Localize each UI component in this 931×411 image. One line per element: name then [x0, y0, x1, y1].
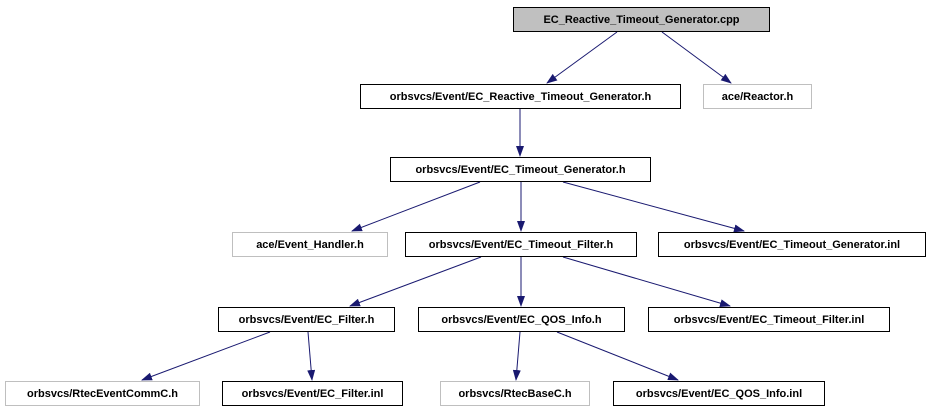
graph-node-label: orbsvcs/Event/EC_Timeout_Generator.h: [415, 163, 626, 176]
graph-node-ec-timeout-generator-inl[interactable]: orbsvcs/Event/EC_Timeout_Generator.inl: [658, 232, 926, 257]
graph-node-rtec-event-comm-c-h: orbsvcs/RtecEventCommC.h: [5, 381, 200, 406]
include-arrow-ec-qos-info-h-to-ec-qos-info-inl: [556, 331, 679, 381]
include-arrow-ec-timeout-filter-h-to-ec-timeout-filter-inl: [562, 256, 731, 308]
graph-node-label: orbsvcs/Event/EC_QOS_Info.inl: [635, 387, 803, 400]
include-arrow-ec-qos-info-h-to-rtec-base-c-h: [512, 331, 521, 381]
graph-node-ec-timeout-filter-inl[interactable]: orbsvcs/Event/EC_Timeout_Filter.inl: [648, 307, 890, 332]
graph-node-label: orbsvcs/Event/EC_Timeout_Generator.inl: [683, 238, 901, 251]
include-arrow-ec-filter-h-to-rtec-event-comm-c-h: [141, 331, 271, 381]
graph-node-label: orbsvcs/Event/EC_Filter.inl: [241, 387, 384, 400]
graph-node-label: ace/Event_Handler.h: [256, 238, 364, 251]
include-arrow-ec-filter-h-to-ec-filter-inl: [307, 331, 316, 381]
graph-node-ec-qos-info-inl[interactable]: orbsvcs/Event/EC_QOS_Info.inl: [613, 381, 825, 406]
graph-node-label: orbsvcs/Event/EC_Reactive_Timeout_Genera…: [389, 90, 652, 103]
graph-node-ec-reactive-timeout-generator-h[interactable]: orbsvcs/Event/EC_Reactive_Timeout_Genera…: [360, 84, 681, 109]
graph-node-label: orbsvcs/RtecEventCommC.h: [27, 387, 178, 400]
graph-node-ec-timeout-filter-h[interactable]: orbsvcs/Event/EC_Timeout_Filter.h: [405, 232, 637, 257]
graph-node-ace-reactor-h: ace/Reactor.h: [703, 84, 812, 109]
graph-node-ec-timeout-generator-h[interactable]: orbsvcs/Event/EC_Timeout_Generator.h: [390, 157, 651, 182]
graph-node-label: orbsvcs/Event/EC_QOS_Info.h: [441, 313, 602, 326]
graph-node-ec-filter-h[interactable]: orbsvcs/Event/EC_Filter.h: [218, 307, 395, 332]
graph-node-label: EC_Reactive_Timeout_Generator.cpp: [543, 13, 740, 26]
include-arrow-ec-timeout-filter-h-to-ec-filter-h: [349, 256, 482, 307]
graph-node-rtec-base-c-h: orbsvcs/RtecBaseC.h: [440, 381, 590, 406]
graph-node-ace-event-handler-h: ace/Event_Handler.h: [232, 232, 388, 257]
graph-node-label: orbsvcs/Event/EC_Timeout_Filter.inl: [673, 313, 865, 326]
include-arrow-ec-timeout-generator-h-to-ace-event-handler-h: [351, 181, 481, 232]
graph-node-label: orbsvcs/RtecBaseC.h: [458, 387, 572, 400]
graph-node-label: orbsvcs/Event/EC_Timeout_Filter.h: [428, 238, 614, 251]
graph-node-ec-qos-info-h[interactable]: orbsvcs/Event/EC_QOS_Info.h: [418, 307, 625, 332]
include-arrow-ec-reactive-timeout-generator-cpp-to-ec-reactive-timeout-generator-h: [546, 31, 618, 84]
graph-node-label: ace/Reactor.h: [721, 90, 794, 103]
include-arrow-ec-reactive-timeout-generator-cpp-to-ace-reactor-h: [661, 31, 732, 84]
graph-node-ec-filter-inl[interactable]: orbsvcs/Event/EC_Filter.inl: [222, 381, 403, 406]
graph-node-label: orbsvcs/Event/EC_Filter.h: [238, 313, 375, 326]
include-arrow-ec-timeout-generator-h-to-ec-timeout-generator-inl: [562, 181, 745, 233]
graph-node-ec-reactive-timeout-generator-cpp: EC_Reactive_Timeout_Generator.cpp: [513, 7, 770, 32]
